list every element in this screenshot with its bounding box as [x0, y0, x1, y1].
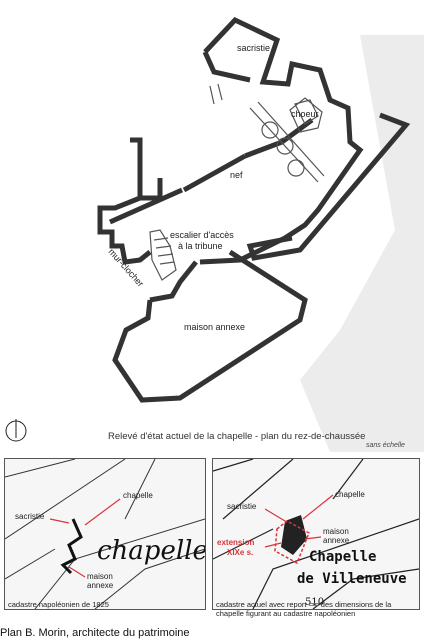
cadastre-lines [213, 459, 419, 609]
label-escalier-line1: escalier d'accès [170, 230, 234, 240]
cadastre-1825-map: chapelle sacristie maison annexe chapell… [4, 458, 206, 610]
walls [97, 16, 411, 403]
interior-details [149, 83, 325, 281]
map2-label-xixe: XIXe s. [227, 548, 253, 557]
map2-label-extension: extension [217, 538, 254, 547]
map1-label-chapelle: chapelle [123, 491, 153, 500]
caption-text-after: des dimensions de la chapelle figurant a… [216, 600, 392, 618]
map1-label-maison: maison [87, 572, 113, 581]
map1-label-sacristie: sacristie [15, 512, 45, 521]
chapel-footprint [60, 518, 83, 575]
cadastre-lines [5, 459, 205, 609]
cadastre-actuel-map: chapelle sacristie maison annexe extensi… [212, 458, 420, 610]
map2-label-chapelle: chapelle [335, 490, 365, 499]
map2-print-villeneuve: de Villeneuve [297, 571, 407, 587]
map2-parcel-number: 510 [305, 597, 324, 608]
label-maison-annexe: maison annexe [184, 322, 245, 332]
label-sacristie: sacristie [237, 43, 270, 53]
plan-caption: Relevé d'état actuel de la chapelle - pl… [108, 431, 366, 442]
caption-text-before: cadastre actuel avec report [216, 600, 307, 609]
ground-area [300, 35, 424, 452]
map2-label-sacristie: sacristie [227, 502, 257, 511]
map1-label-annexe: annexe [87, 581, 114, 590]
callout-arrows [49, 498, 121, 578]
cadastre-1825-caption: cadastre napoléonien de 1825 [8, 600, 109, 609]
label-mur-clocher: mur-clocher [107, 247, 146, 289]
north-arrow-icon [5, 419, 27, 442]
map2-label-annexe: annexe [323, 536, 350, 545]
label-escalier-line2: à la tribune [178, 241, 223, 251]
label-nef: nef [230, 170, 243, 180]
plan-scale-note: sans échelle [366, 442, 405, 449]
callout-arrows [264, 494, 334, 548]
map2-label-maison: maison [323, 527, 349, 536]
label-choeur: choeur [291, 109, 319, 119]
chapel-footprint [274, 515, 310, 565]
credit-line: Plan B. Morin, architecte du patrimoine [0, 627, 190, 639]
map1-handwritten: chapelle [97, 536, 205, 566]
cadastre-actuel-caption: cadastre actuel avec report === des dime… [216, 600, 416, 618]
caption-red-dash: === [308, 600, 320, 609]
map2-print-chapelle: Chapelle [309, 549, 376, 565]
floor-plan: sacristie choeur nef escalier d'accès à … [5, 16, 424, 452]
